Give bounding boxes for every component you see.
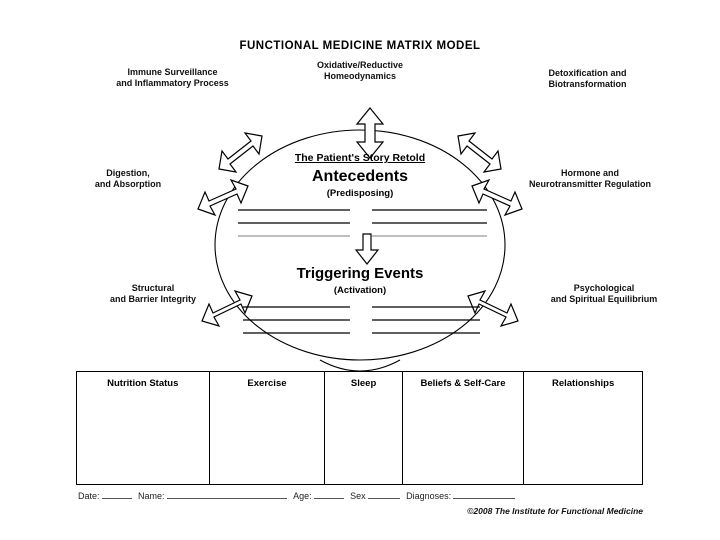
table-cell-nutrition-status[interactable]: Nutrition Status xyxy=(77,372,210,484)
connector-oval-to-table xyxy=(319,359,401,372)
form-field-age[interactable] xyxy=(313,489,344,499)
lifestyle-factors-table: Nutrition Status Exercise Sleep Beliefs … xyxy=(76,371,643,485)
form-label-sex: Sex xyxy=(350,491,366,501)
node-label-hormone-neurotransmitter: Hormone and Neurotransmitter Regulation xyxy=(528,168,651,189)
table-cell-exercise[interactable]: Exercise xyxy=(209,372,326,484)
triggering-events-subheading: (Activation) xyxy=(333,285,387,296)
central-oval xyxy=(214,129,506,361)
form-label-age: Age: xyxy=(293,491,312,501)
node-label-immune-surveillance: Immune Surveillance and Inflammatory Pro… xyxy=(116,67,229,88)
antecedents-subheading: (Predisposing) xyxy=(326,188,394,199)
antecedents-writing-lines xyxy=(238,209,487,224)
node-label-structural-barrier: Structural and Barrier Integrity xyxy=(109,283,197,304)
table-cell-beliefs-self-care[interactable]: Beliefs & Self-Care xyxy=(402,372,525,484)
node-label-psychological-spiritual: Psychological and Spiritual Equilibrium xyxy=(550,283,658,304)
form-field-name[interactable] xyxy=(166,489,287,499)
form-field-date[interactable] xyxy=(101,489,132,499)
form-label-date: Date: xyxy=(78,491,100,501)
triggering-events-heading: Triggering Events xyxy=(296,265,424,282)
copyright-notice: ©2008 The Institute for Functional Medic… xyxy=(467,506,643,516)
table-header-row: Nutrition Status Exercise Sleep Beliefs … xyxy=(77,372,642,484)
arrow-top-left xyxy=(218,132,263,173)
node-label-detoxification: Detoxification and Biotransformation xyxy=(548,68,627,89)
arrow-bottom-right xyxy=(467,290,519,327)
story-retold-heading: The Patient's Story Retold xyxy=(294,152,426,164)
form-field-diagnoses[interactable] xyxy=(453,489,516,499)
arrow-top-right xyxy=(457,132,502,173)
form-field-sex[interactable] xyxy=(367,489,400,499)
patient-info-form: Date: Name: Age: Sex Diagnoses: xyxy=(78,489,678,501)
arrow-center-down xyxy=(354,233,380,265)
form-label-diagnoses: Diagnoses: xyxy=(406,491,452,501)
form-label-name: Name: xyxy=(138,491,165,501)
arrow-top-vertical xyxy=(355,107,385,159)
triggering-writing-lines xyxy=(243,306,480,334)
node-label-digestion-absorption: Digestion, and Absorption xyxy=(94,168,162,189)
page-title: FUNCTIONAL MEDICINE MATRIX MODEL xyxy=(239,40,481,52)
arrow-bottom-left xyxy=(201,290,253,327)
table-cell-sleep[interactable]: Sleep xyxy=(324,372,403,484)
arrow-mid-right xyxy=(471,178,523,217)
table-cell-relationships[interactable]: Relationships xyxy=(551,378,615,389)
arrow-mid-left xyxy=(197,178,249,217)
antecedents-heading: Antecedents xyxy=(311,168,409,185)
node-label-oxidative-reductive: Oxidative/Reductive Homeodynamics xyxy=(316,60,404,81)
